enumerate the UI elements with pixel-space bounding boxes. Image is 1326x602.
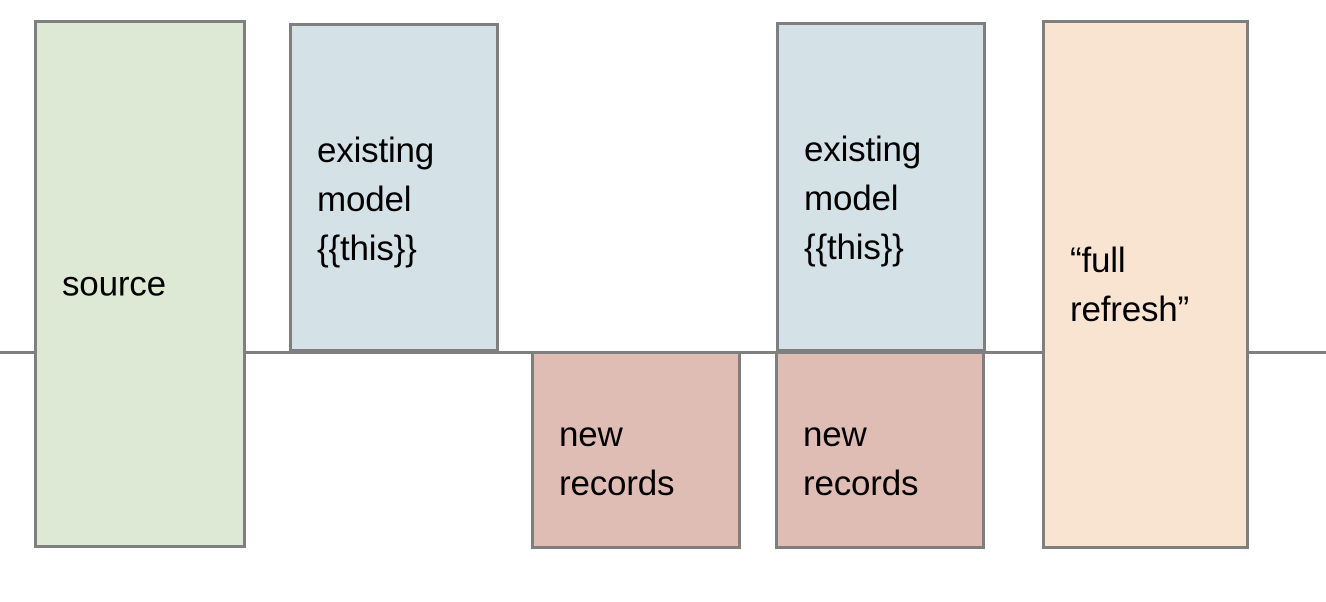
box-full-refresh-label: “full refresh” — [1070, 240, 1189, 329]
box-existing-model-1-label: existing model {{this}} — [317, 131, 435, 268]
box-existing-model-1[interactable]: existing model {{this}} — [289, 23, 499, 352]
box-new-records-2-label: new records — [803, 415, 919, 503]
box-existing-model-2-label: existing model {{this}} — [804, 130, 922, 267]
box-source[interactable]: source — [34, 20, 246, 548]
box-full-refresh[interactable]: “full refresh” — [1042, 20, 1249, 549]
box-new-records-2[interactable]: new records — [775, 351, 985, 549]
box-existing-model-2[interactable]: existing model {{this}} — [776, 22, 986, 352]
box-source-label: source — [62, 264, 166, 304]
box-new-records-1-label: new records — [559, 415, 675, 503]
box-new-records-1[interactable]: new records — [531, 351, 741, 549]
